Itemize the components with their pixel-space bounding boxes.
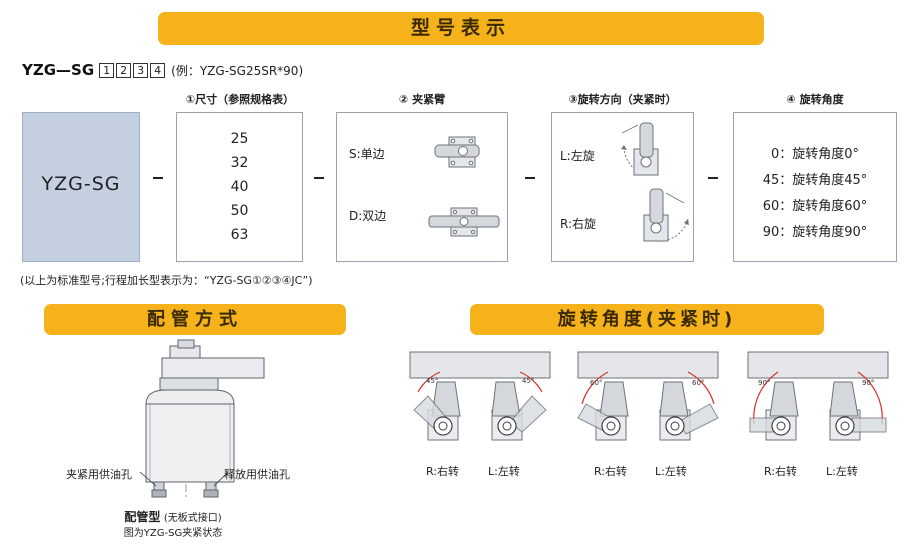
separator-dash — [525, 177, 535, 179]
clamp-left-turn-icon — [491, 381, 547, 441]
release-port-label: 释放用供油孔 — [224, 468, 290, 481]
section-banner-model: 型号表示 — [158, 12, 764, 45]
size-option: 50 — [230, 203, 249, 219]
column-header-direction: ③旋转方向（夹紧时） — [568, 93, 677, 106]
piping-caption: 配管型 (无板式接口) — [118, 508, 228, 525]
size-panel: 25 32 40 50 63 — [176, 112, 303, 262]
left-turn-label: L:左转 — [488, 465, 520, 478]
rotation-diagram-60: 60° 60° — [577, 351, 719, 441]
double-arm-icon — [428, 207, 500, 237]
right-turn-label: R:右转 — [426, 465, 460, 478]
size-option: 40 — [230, 179, 249, 195]
clamp-left-turn-icon — [659, 381, 719, 441]
arm-panel: S:单边 D:双边 — [336, 112, 508, 262]
angle-option: 0：旋转角度0° — [770, 147, 860, 162]
clamp-port-label: 夹紧用供油孔 — [66, 468, 132, 481]
direction-panel: L:左旋 R:右旋 — [551, 112, 694, 262]
angle-mark-right: 90° — [862, 379, 874, 387]
rotation-diagram-90: 90° 90° — [747, 351, 889, 441]
column-header-arm: ② 夹紧臂 — [398, 93, 446, 106]
size-option: 25 — [230, 131, 249, 147]
column-header-size: ①尺寸（参照规格表） — [185, 93, 295, 106]
piping-diagram — [139, 339, 265, 498]
model-code: YZG—SG — [22, 61, 95, 79]
size-option: 32 — [230, 155, 249, 171]
clamp-right-turn-icon — [577, 381, 629, 441]
direction-option-left: L:左旋 — [560, 149, 595, 163]
box-number-4: 4 — [150, 62, 166, 78]
section-banner-piping: 配管方式 — [44, 304, 346, 335]
rotation-diagram-45: 45° 45° — [409, 351, 551, 441]
piping-caption-title: 配管型 — [124, 510, 161, 524]
angle-panel: 0：旋转角度0° 45：旋转角度45° 60：旋转角度60° 90：旋转角度90… — [733, 112, 897, 262]
box-number-3: 3 — [133, 62, 149, 78]
angle-mark-right: 60° — [692, 379, 704, 387]
right-turn-label: R:右转 — [764, 465, 798, 478]
angle-mark-right: 45° — [522, 377, 534, 385]
piping-caption-line2: 图为YZG-SG夹紧状态 — [123, 528, 223, 539]
model-code-line: YZG—SG 1 2 3 4 (例：YZG-SG25SR*90) — [22, 60, 303, 80]
arm-option-double: D:双边 — [349, 209, 387, 223]
left-turn-label: L:左转 — [826, 465, 858, 478]
separator-dash — [708, 177, 718, 179]
angle-option: 45：旋转角度45° — [762, 173, 868, 188]
footnote: (以上为标准型号;行程加长型表示为：“YZG-SG①②③④JC”) — [20, 274, 313, 287]
box-number-2: 2 — [116, 62, 132, 78]
model-panel: YZG-SG — [22, 112, 140, 262]
separator-dash — [314, 177, 324, 179]
model-example: (例：YZG-SG25SR*90) — [171, 63, 304, 78]
angle-option: 60：旋转角度60° — [762, 199, 868, 214]
right-turn-label: R:右转 — [594, 465, 628, 478]
box-number-1: 1 — [99, 62, 115, 78]
angle-option: 90：旋转角度90° — [762, 225, 868, 240]
angle-mark-left: 45° — [426, 377, 438, 385]
separator-dash — [153, 177, 163, 179]
clamp-right-turn-icon — [749, 381, 799, 441]
left-rotation-icon — [621, 122, 659, 176]
section-banner-angle: 旋转角度(夹紧时) — [470, 304, 824, 335]
piping-caption-note: (无板式接口) — [163, 513, 222, 524]
clamp-right-turn-icon — [413, 381, 461, 441]
model-panel-text: YZG-SG — [41, 173, 121, 195]
right-rotation-icon — [643, 188, 689, 242]
arm-option-single: S:单边 — [349, 147, 385, 161]
clamp-left-turn-icon — [829, 381, 887, 441]
left-turn-label: L:左转 — [655, 465, 687, 478]
direction-option-right: R:右旋 — [560, 217, 597, 231]
size-option: 63 — [230, 227, 249, 243]
single-arm-icon — [434, 136, 480, 168]
angle-mark-left: 90° — [758, 379, 770, 387]
column-header-angle: ④ 旋转角度 — [786, 93, 844, 106]
angle-mark-left: 60° — [590, 379, 602, 387]
